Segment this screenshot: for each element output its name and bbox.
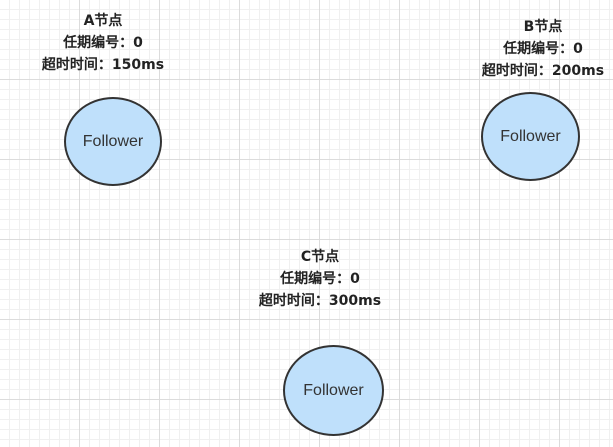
node-a-label: A节点 任期编号：0 超时时间：150ms xyxy=(42,10,164,76)
node-a-name: A节点 xyxy=(83,13,123,29)
node-c-term: 任期编号：0 xyxy=(280,271,360,287)
node-c-circle: Follower xyxy=(283,345,384,436)
node-b-name: B节点 xyxy=(523,19,563,35)
node-a-role: Follower xyxy=(82,132,144,150)
node-a-term: 任期编号：0 xyxy=(63,35,143,51)
node-c-role: Follower xyxy=(303,381,364,399)
node-c-label: C节点 任期编号：0 超时时间：300ms xyxy=(259,246,381,312)
node-c-timeout: 超时时间：300ms xyxy=(258,293,382,309)
node-b-role: Follower xyxy=(500,127,561,145)
node-b-label: B节点 任期编号：0 超时时间：200ms xyxy=(482,16,604,82)
node-b-timeout: 超时时间：200ms xyxy=(481,63,605,79)
node-c-name: C节点 xyxy=(300,249,340,265)
node-b-circle: Follower xyxy=(481,92,580,181)
node-a-timeout: 超时时间：150ms xyxy=(41,57,165,73)
node-b-term: 任期编号：0 xyxy=(503,41,583,57)
node-a-circle: Follower xyxy=(64,97,162,186)
